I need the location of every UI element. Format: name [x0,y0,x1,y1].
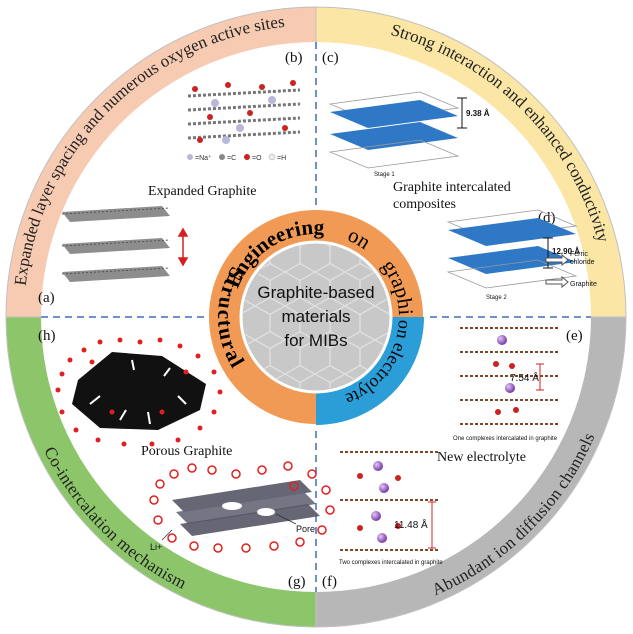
li-label: Li+ [150,542,162,552]
caption-porous-graphite: Porous Graphite [141,444,232,459]
figure-e-cointercalation: 7.54 Å One complexes intercalated in gra… [453,327,560,442]
pore-label: Pore [296,524,315,534]
panel-label-b: (b) [285,50,303,66]
panel-label-f: (f) [322,574,337,590]
inner-ring [207,208,425,426]
legend-h: =H [277,155,286,162]
panel-label-h: (h) [38,328,56,344]
figure-g-porous-sheets: Li+ Pore [149,461,335,553]
graphite-label: Graphite [570,281,597,288]
figure-c-gic: 9.38 Å Stage 1 [328,91,490,178]
caption-expanded-graphite: Expanded Graphite [148,184,256,199]
complex-f-caption: Two complexes intercalated in graphite [339,560,443,566]
figure-b-layers: =Na⁺ =C =O =H [187,80,301,162]
figure-d-gic: 12.90 Å Ferric chloride Graphite Stage 2 [446,209,597,301]
spacing-e: 7.54 Å [510,371,539,384]
legend-o: =O [252,155,262,162]
center-line-2: materials [282,307,351,326]
spacing-d: 12.90 Å [552,247,580,256]
center-line-3: for MIBs [284,331,347,350]
complex-e-caption: One complexes intercalated in graphite [453,436,558,442]
ferric-label-2: chloride [570,259,595,266]
center-line-1: Graphite-based [257,283,374,302]
legend-c: =C [227,155,236,162]
spacing-f: 11.48 Å [394,518,428,531]
panel-label-e: (e) [566,328,583,344]
ferric-label-1: Ferric [570,251,588,258]
legend-na: =Na⁺ [195,154,212,162]
figure-h-porous-particle [55,337,223,447]
caption-new-electrolyte: New electrolyte [437,450,526,465]
spacing-c: 9.38 Å [466,109,490,118]
stage2-label: Stage 2 [486,295,507,301]
caption-gic-line1: Graphite intercalated [393,180,511,195]
panel-label-c: (c) [322,50,339,66]
divider-lines [41,42,591,592]
hex-pattern [243,244,389,390]
figure-a-layers [61,206,189,282]
stage1-label: Stage 1 [374,172,395,178]
panel-label-g: (g) [288,574,306,590]
caption-gic-line2: composites [393,197,456,212]
panel-label-a: (a) [38,290,55,306]
figure-f-cointercalation: 11.48 Å Two complexes intercalated in gr… [339,451,443,566]
